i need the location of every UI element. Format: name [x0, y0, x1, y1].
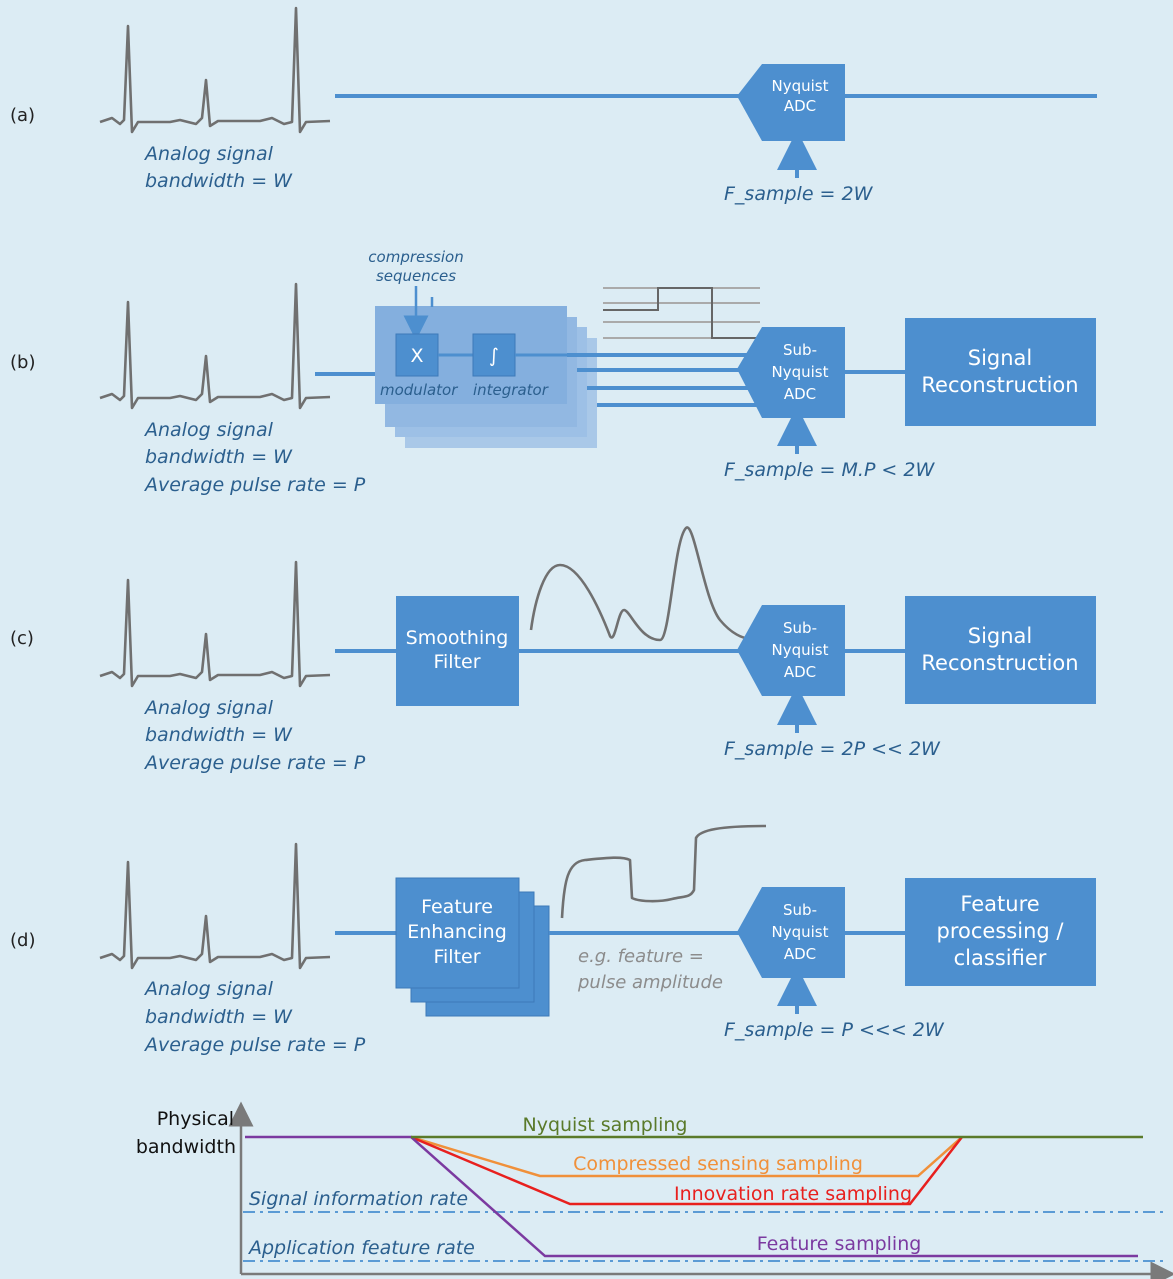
filter-label-d-2: Enhancing [407, 921, 507, 943]
nyquist-adc-a [737, 64, 845, 141]
ecg-waveform-a [99, 6, 331, 134]
y-axis-label-1: Physical [157, 1108, 234, 1130]
feature-processing-box [905, 878, 1096, 986]
signal-label-c-1: Analog signal [143, 697, 274, 719]
signal-label-a-1: Analog signal [143, 143, 274, 165]
signal-label-d-1: Analog signal [143, 978, 274, 1000]
adc-label-b-1: Sub- [783, 341, 817, 359]
curve-label-feature: Feature sampling [757, 1233, 922, 1255]
application-feature-rate-label: Application feature rate [247, 1237, 475, 1259]
adc-label-c-2: Nyquist [772, 641, 829, 659]
signal-label-a-2: bandwidth = W [145, 170, 293, 192]
feature-waveform [560, 824, 767, 919]
signal-label-b-2: bandwidth = W [145, 446, 293, 468]
signal-reconstruction-box-b [905, 318, 1096, 426]
bandwidth-plot: Physical bandwidth Signal information ra… [136, 1101, 1173, 1279]
compression-sequences-plot [603, 287, 760, 339]
adc-label-b-3: ADC [784, 385, 816, 403]
output-label-b-1: Signal [968, 346, 1033, 370]
adc-label-d-3: ADC [784, 945, 816, 963]
row-c-label: (c) [10, 628, 34, 649]
feature-sampling-curve [245, 1135, 1138, 1258]
compression-label-1: compression [368, 248, 463, 266]
signal-label-d-3: Average pulse rate = P [143, 1034, 366, 1056]
filter-label-c-2: Filter [433, 651, 480, 673]
fsample-c: F_sample = 2P << 2W [724, 738, 941, 760]
output-label-c-2: Reconstruction [921, 651, 1078, 675]
signal-label-c-3: Average pulse rate = P [143, 752, 366, 774]
integrator-box [472, 333, 516, 377]
feature-enhancing-filter-box [395, 877, 520, 989]
adc-label-d-2: Nyquist [772, 923, 829, 941]
innovation-rate-curve [410, 1135, 963, 1206]
fsample-d: F_sample = P <<< 2W [724, 1019, 945, 1041]
feature-note-2: pulse amplitude [577, 972, 723, 993]
signal-label-b-3: Average pulse rate = P [143, 474, 366, 496]
smoothed-waveform [529, 526, 746, 642]
output-label-d-3: classifier [954, 946, 1047, 970]
curve-label-nyquist: Nyquist sampling [523, 1114, 688, 1136]
signal-reconstruction-box-c [905, 596, 1096, 704]
curve-label-compressed: Compressed sensing sampling [573, 1153, 863, 1175]
row-b-label: (b) [10, 352, 35, 373]
ecg-waveform-c [99, 560, 331, 688]
y-axis-label-2: bandwidth [136, 1136, 236, 1158]
integral-symbol: ∫ [489, 345, 499, 367]
adc-label-a-1: Nyquist [772, 77, 829, 95]
row-a: (a) Analog signal bandwidth = W Nyquist … [10, 6, 1097, 205]
signal-label-c-2: bandwidth = W [145, 724, 293, 746]
output-label-c-1: Signal [968, 624, 1033, 648]
fsample-a: F_sample = 2W [724, 183, 874, 205]
ecg-waveform-b [99, 282, 331, 410]
row-b: (b) Analog signal bandwidth = W Average … [10, 248, 1096, 496]
signal-information-rate-label: Signal information rate [249, 1188, 468, 1210]
adc-label-c-1: Sub- [783, 619, 817, 637]
adc-label-a-2: ADC [784, 97, 816, 115]
compressed-sensing-curve [410, 1135, 963, 1178]
sub-nyquist-adc-b [737, 327, 845, 418]
curve-label-innovation: Innovation rate sampling [674, 1183, 912, 1205]
multiplier-symbol: X [410, 345, 423, 367]
smoothing-filter-box [396, 596, 519, 706]
sub-nyquist-adc-c [737, 605, 845, 696]
row-a-label: (a) [10, 105, 35, 126]
row-d-label: (d) [10, 930, 35, 951]
adc-label-d-1: Sub- [783, 901, 817, 919]
output-label-d-2: processing / [937, 919, 1065, 943]
compression-label-2: sequences [376, 267, 456, 285]
row-c: (c) Analog signal bandwidth = W Average … [10, 526, 1096, 774]
filter-label-d-3: Filter [433, 946, 480, 968]
filter-label-d-1: Feature [421, 896, 493, 918]
sub-nyquist-adc-d [737, 887, 845, 978]
feature-note-1: e.g. feature = [578, 946, 704, 967]
ecg-waveform-d [99, 842, 331, 970]
integrator-label: integrator [473, 381, 549, 399]
signal-label-d-2: bandwidth = W [145, 1006, 293, 1028]
modulator-label: modulator [380, 381, 458, 399]
fsample-b: F_sample = M.P < 2W [724, 459, 935, 481]
row-d: (d) Analog signal bandwidth = W Average … [10, 824, 1096, 1056]
adc-label-b-2: Nyquist [772, 363, 829, 381]
signal-label-b-1: Analog signal [143, 419, 274, 441]
output-label-b-2: Reconstruction [921, 373, 1078, 397]
adc-label-c-3: ADC [784, 663, 816, 681]
output-label-d-1: Feature [960, 892, 1039, 916]
filter-label-c-1: Smoothing [406, 627, 509, 649]
